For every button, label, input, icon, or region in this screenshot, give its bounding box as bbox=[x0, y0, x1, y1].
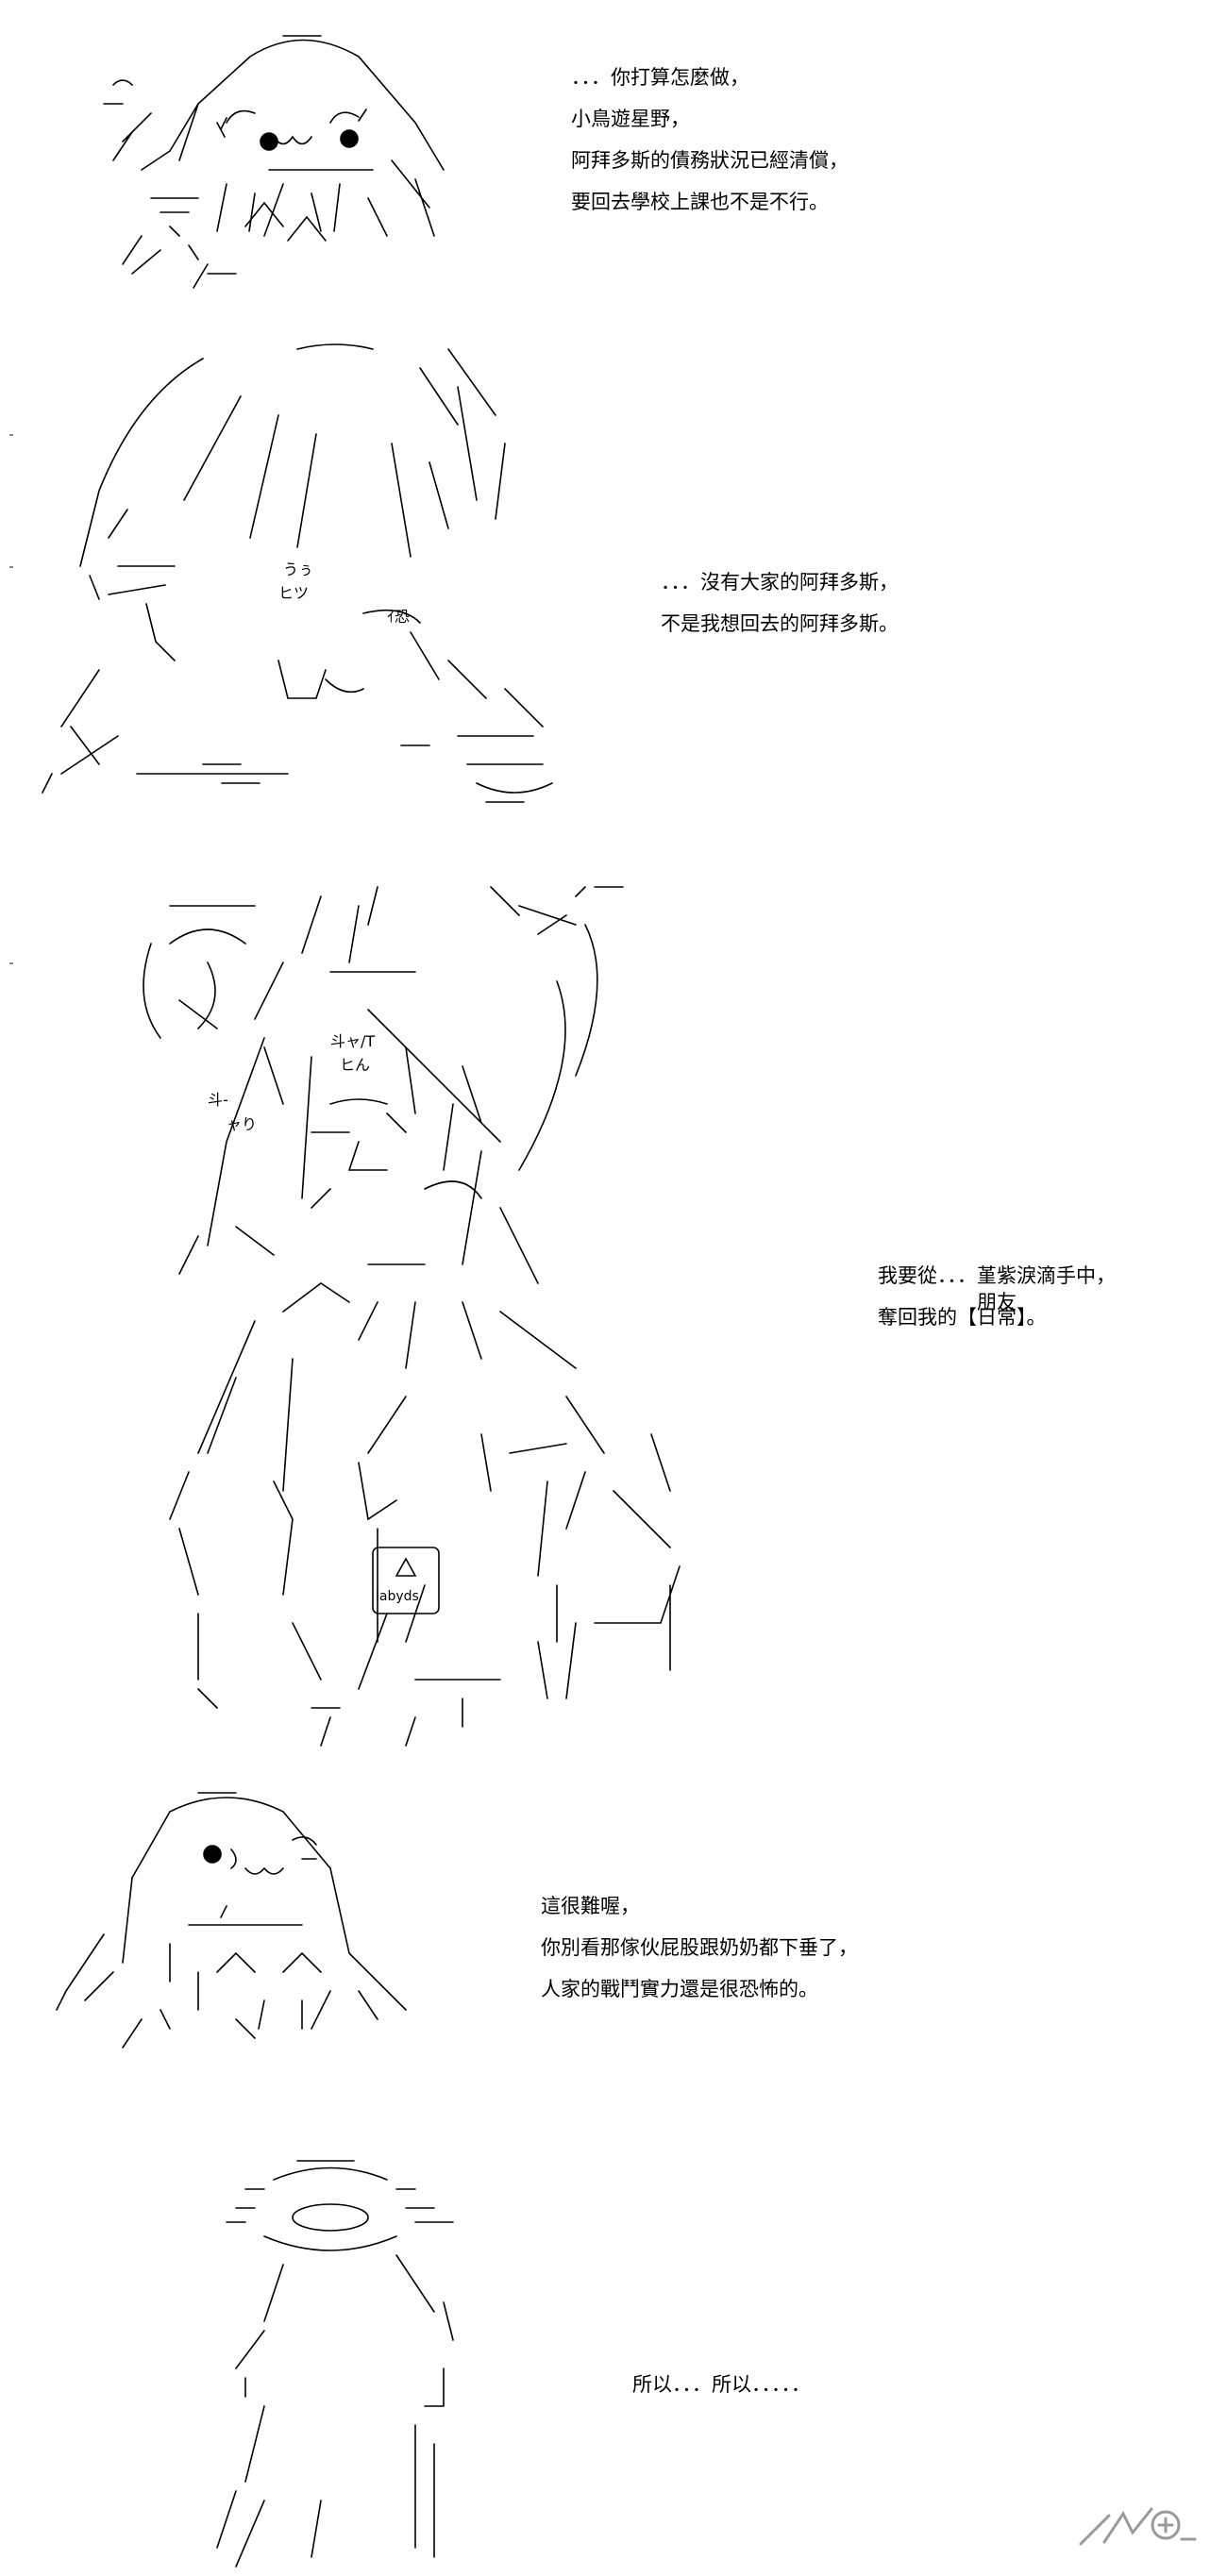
ascii-art-round-face-character bbox=[57, 19, 510, 302]
dialogue-line: 要回去學校上課也不是不行。 bbox=[571, 191, 829, 213]
dialogue-panel-1: ．．．你打算怎麼做， 小鳥遊星野， 阿拜多斯的債務狀況已經清償， 要回去學校上課… bbox=[571, 57, 849, 223]
dialogue-line: ．．．沒有大家的阿拜多斯， bbox=[661, 571, 899, 594]
stray-mark bbox=[9, 962, 13, 964]
dialogue-line: ．．．你打算怎麼做， bbox=[571, 66, 749, 89]
dialogue-panel-4: 這很難喔， 你別看那傢伙屁股跟奶奶都下垂了， 人家的戰鬥實力還是很恐怖的。 bbox=[541, 1885, 858, 2010]
ruby-annotation: 朋友 bbox=[977, 1291, 1017, 1313]
dialogue-line: 這很難喔， bbox=[541, 1895, 640, 1917]
ascii-art-crouching-character: うぅ ヒツ ｲ恐 bbox=[14, 330, 609, 821]
ascii-art-standing-character: 斗ャ/T ヒん 斗- ャり labyds bbox=[142, 868, 774, 1765]
badge-text: labyds bbox=[376, 1589, 419, 1604]
sfx-text: 斗ャ/T bbox=[330, 1032, 376, 1050]
panel-4: 這很難喔， 你別看那傢伙屁股跟奶奶都下垂了， 人家的戰鬥實力還是很恐怖的。 bbox=[0, 1774, 1227, 2133]
dialogue-line: 小鳥遊星野， bbox=[571, 108, 690, 130]
sfx-text: ャり bbox=[227, 1115, 258, 1133]
dialogue-panel-2: ．．．沒有大家的阿拜多斯， 不是我想回去的阿拜多斯。 bbox=[661, 561, 899, 644]
dialogue-line: 阿拜多斯的債務狀況已經清償， bbox=[571, 149, 849, 172]
panel-2: うぅ ヒツ ｲ恐 ．．．沒有大家的阿拜多斯， 不是我想回去的阿拜多斯。 bbox=[0, 321, 1227, 830]
dialogue-line: 奪回我的【日常】。 bbox=[878, 1306, 1047, 1329]
panel-3: 斗ャ/T ヒん 斗- ャり labyds 朋友 我要從．．．堇紫淚滴手中， 奪回… bbox=[0, 830, 1227, 1774]
ascii-art-round-face-character bbox=[47, 1783, 472, 2085]
dialogue-line: 所以．．．所以．．．．． bbox=[632, 2373, 811, 2396]
stray-mark bbox=[9, 434, 13, 436]
panel-1: ．．．你打算怎麼做， 小鳥遊星野， 阿拜多斯的債務狀況已經清償， 要回去學校上課… bbox=[0, 0, 1227, 321]
dialogue-line: 我要從．．．堇紫淚滴手中， bbox=[878, 1264, 1116, 1287]
ascii-art-halo-character bbox=[208, 2142, 510, 2576]
dialogue-panel-3: 我要從．．．堇紫淚滴手中， 奪回我的【日常】。 bbox=[878, 1255, 1116, 1338]
dialogue-panel-5: 所以．．．所以．．．．． bbox=[632, 2364, 811, 2405]
panel-5: 所以．．．所以．．．．． bbox=[0, 2133, 1227, 2576]
sfx-text: 斗- bbox=[208, 1091, 228, 1109]
sfx-text: うぅ bbox=[283, 560, 314, 578]
sfx-text: ヒツ bbox=[278, 584, 310, 602]
dialogue-line: 人家的戰鬥實力還是很恐怖的。 bbox=[541, 1978, 818, 2000]
dm5-logo-icon bbox=[1076, 2497, 1199, 2557]
sfx-text: ヒん bbox=[340, 1056, 371, 1074]
dialogue-line: 你別看那傢伙屁股跟奶奶都下垂了， bbox=[541, 1936, 858, 1959]
dialogue-line: 不是我想回去的阿拜多斯。 bbox=[661, 612, 899, 635]
stray-mark bbox=[9, 566, 13, 568]
sfx-text: ｲ恐 bbox=[387, 608, 411, 626]
